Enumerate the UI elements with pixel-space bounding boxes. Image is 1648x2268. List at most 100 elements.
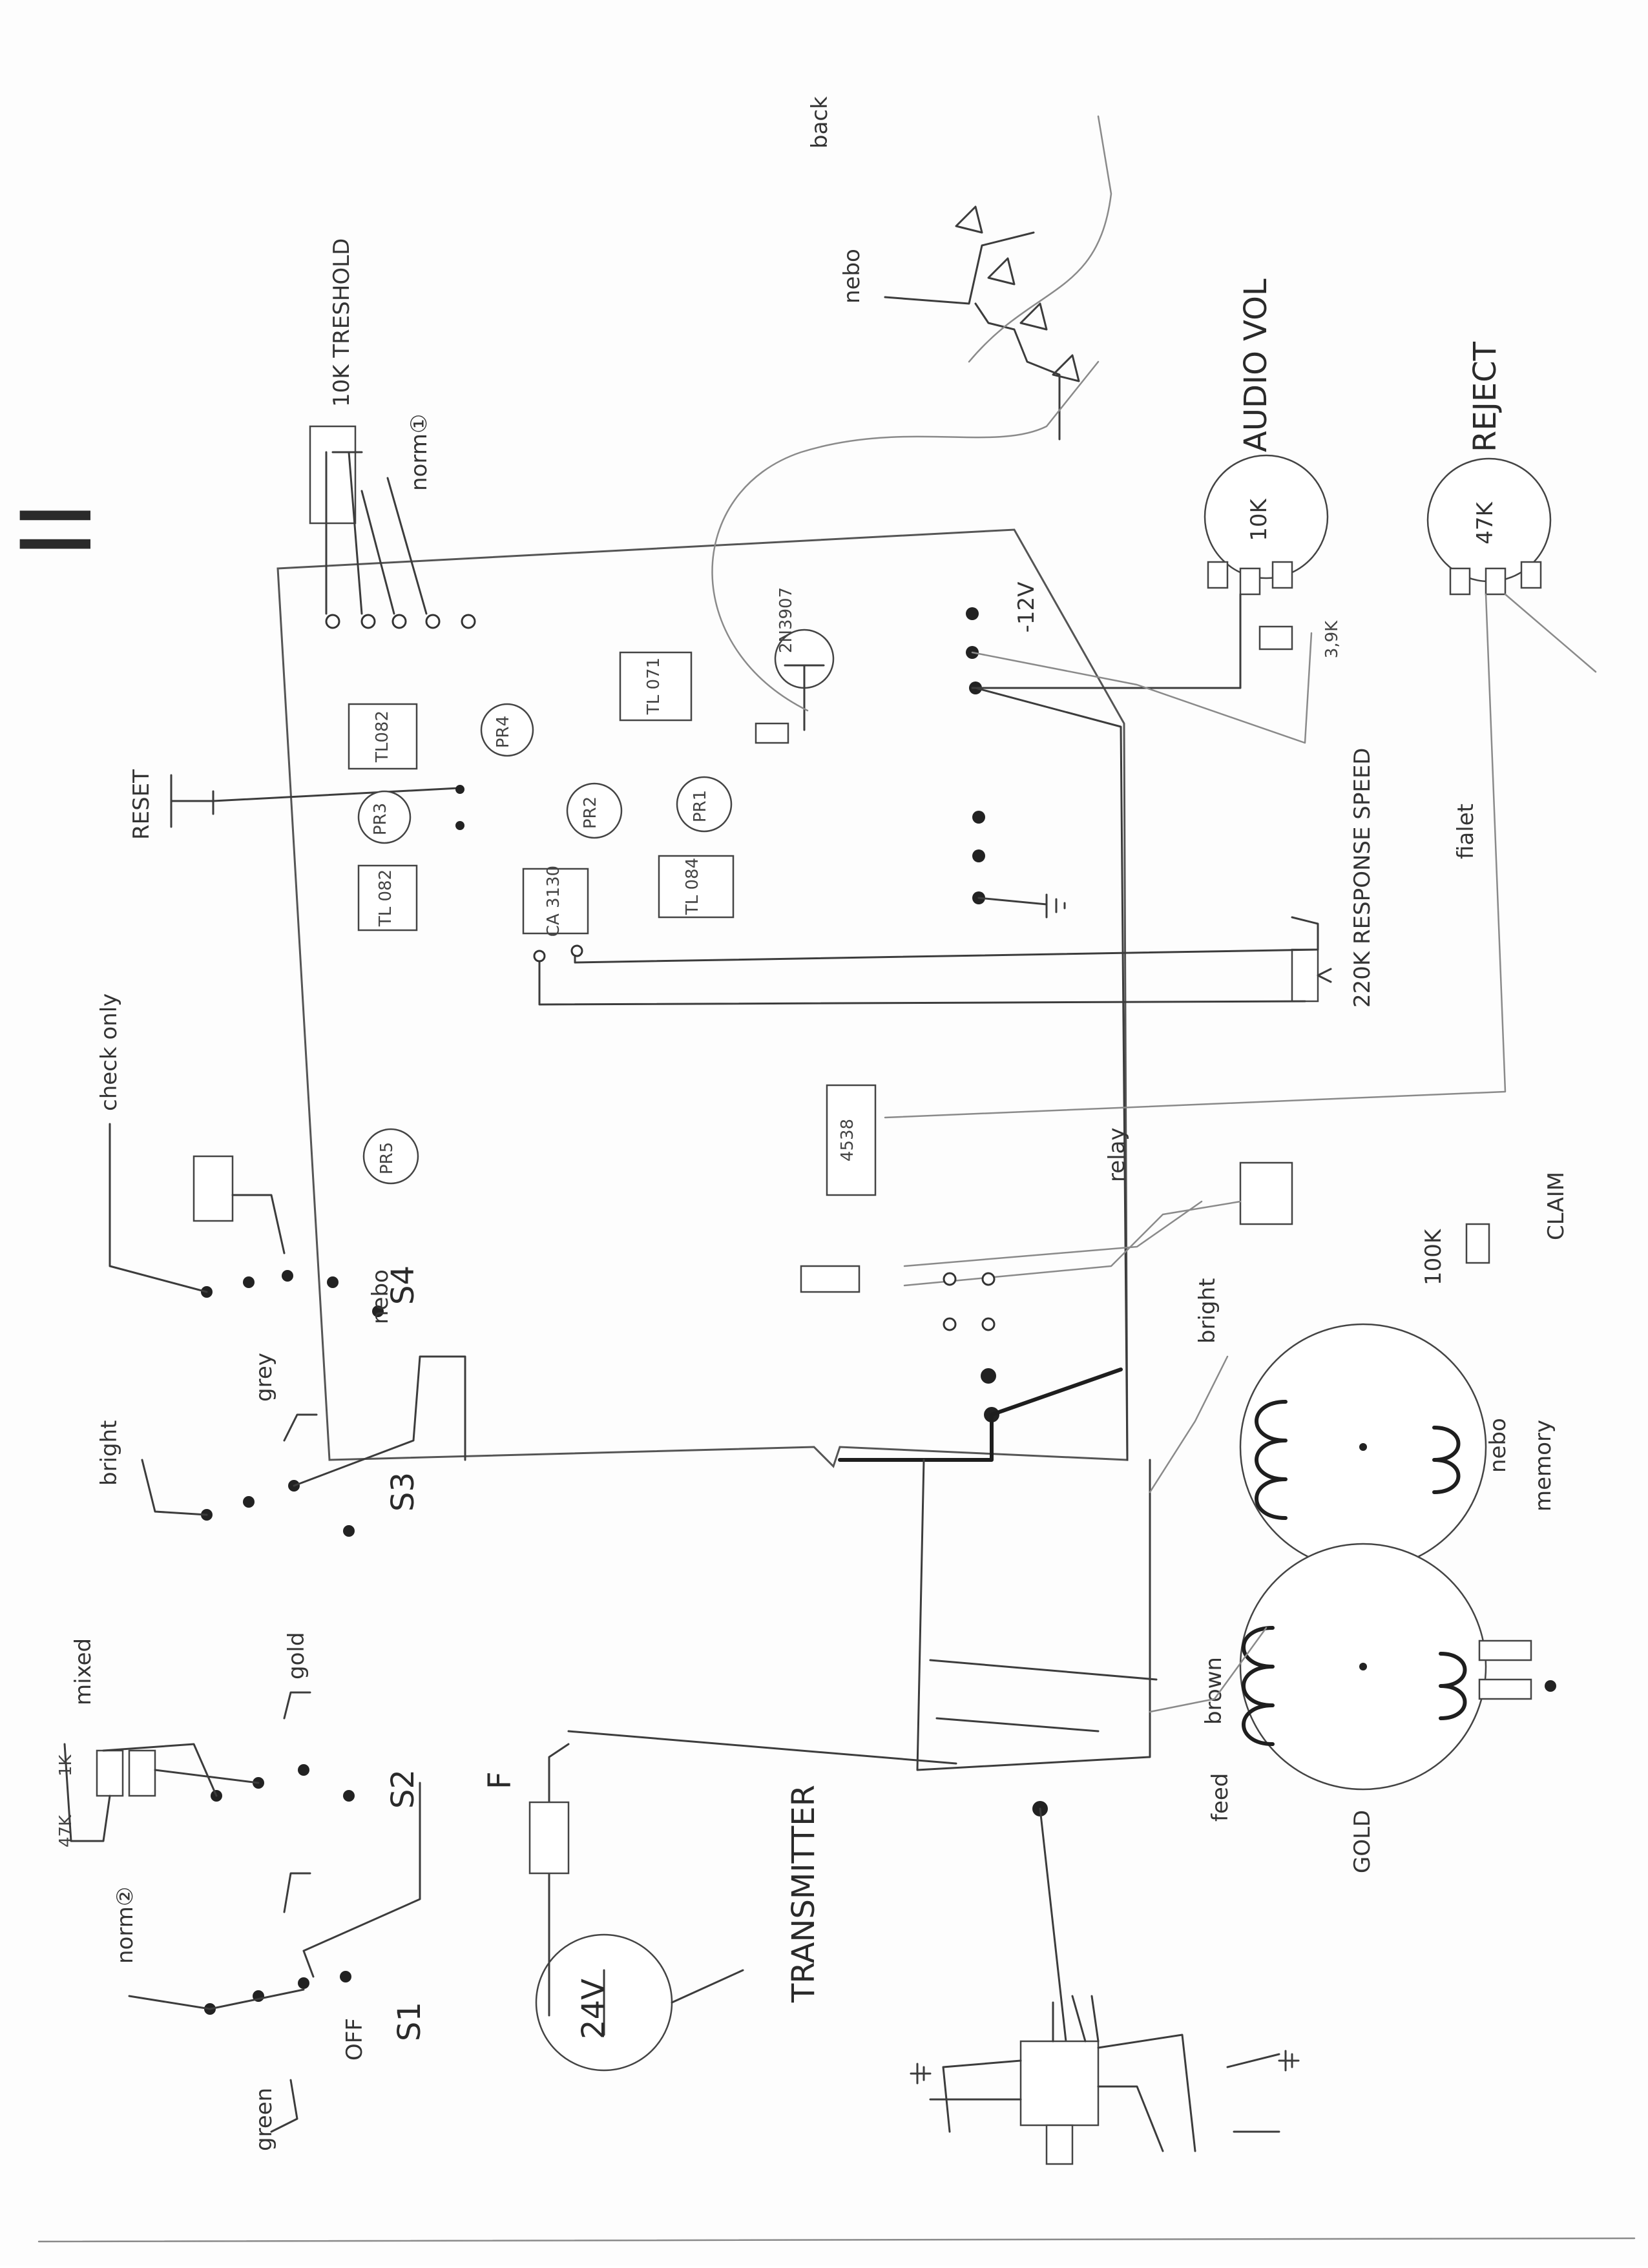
svg-text:24V: 24V <box>576 1979 612 2039</box>
fuse <box>528 1801 570 1875</box>
heavy-wire-main <box>838 1368 1123 1462</box>
response-pin-a <box>533 950 546 962</box>
feed-label: feed <box>1207 1773 1233 1822</box>
svg-text:PR3: PR3 <box>371 803 390 835</box>
sheet-bottom-border <box>37 2237 1636 2243</box>
ground-label: fialet <box>1453 804 1479 859</box>
threshold-pot-label: 10K TRESHOLD <box>329 238 355 407</box>
trimpot-pr4: PR4 <box>480 703 534 757</box>
transistor-2n3907: 2N3907 <box>774 587 835 731</box>
svg-text:PR4: PR4 <box>494 716 513 748</box>
memory-label: memory <box>1530 1420 1556 1512</box>
response-speed-pot <box>1291 948 1332 1003</box>
coil-memory <box>1239 1323 1487 1571</box>
svg-text:TL 071: TL 071 <box>644 658 663 715</box>
s4-wires <box>109 1123 286 1293</box>
ic-tl082: TL082 <box>348 703 418 770</box>
bright-s3-label: bright <box>96 1420 122 1486</box>
ic-tl082b: TL 082 <box>357 864 418 931</box>
check-only-label: check only <box>96 994 122 1111</box>
svg-text:TL 084: TL 084 <box>683 858 702 915</box>
gold-s2-label: gold <box>284 1632 309 1680</box>
header-ground <box>977 893 1066 919</box>
ic-4538: 4538 <box>826 1084 877 1196</box>
reset-pin-a <box>455 785 464 794</box>
ic-tl084: TL 084 <box>658 855 735 919</box>
svg-text:PR1: PR1 <box>691 790 710 822</box>
wire-header-audio-b <box>974 687 1129 1461</box>
connector-top-pins <box>325 614 476 629</box>
wire-header-reject <box>971 632 1313 744</box>
wire-arc-top-b <box>968 115 1112 363</box>
transmitter-ground-right <box>1278 2050 1300 2072</box>
svg-text:4538: 4538 <box>838 1119 857 1161</box>
trimpot-pr2: PR2 <box>566 782 623 839</box>
threshold-pot <box>309 425 363 525</box>
reset-switch <box>170 774 460 828</box>
wire-response-speed <box>538 916 1319 1006</box>
svg-text:10K: 10K <box>1246 498 1272 541</box>
coil-gold <box>1239 1543 1487 1791</box>
pcb-bottom-connectors <box>800 1265 999 1422</box>
transistor-resistor <box>755 722 789 744</box>
s1-wires <box>128 1782 421 2133</box>
gold-label: GOLD <box>1350 1810 1375 1873</box>
reset-pin-b <box>455 821 464 830</box>
svg-text:TL082: TL082 <box>373 711 392 763</box>
relay-label: relay <box>1104 1127 1130 1182</box>
s2-label: S2 <box>385 1769 421 1809</box>
transmitter-ground-left <box>910 2063 932 2085</box>
audio-vol-pot: 10K <box>1204 454 1329 596</box>
bright-label: bright <box>1194 1278 1220 1344</box>
s4-label: S4 <box>385 1265 421 1305</box>
s1-label: S1 <box>391 2002 428 2041</box>
resistor-3k9: 3,9K <box>1258 620 1342 658</box>
green-label: green <box>251 2088 277 2151</box>
svg-text:PR2: PR2 <box>581 796 600 829</box>
fuse-label: F <box>482 1771 518 1789</box>
s3-label: S3 <box>385 1472 421 1512</box>
trimpot-pr5: PR5 <box>362 1128 419 1185</box>
claim-label: CLAIM <box>1543 1172 1569 1240</box>
brown-label: brown <box>1201 1657 1227 1725</box>
wire-relay <box>903 1200 1242 1287</box>
reject-label: REJECT <box>1467 341 1503 452</box>
wire-arc-top <box>711 360 1100 712</box>
mixed-label: mixed <box>70 1638 96 1705</box>
s3-wires <box>141 1355 466 1516</box>
ic-ca3130: CA 3130 <box>522 866 589 937</box>
svg-text:CA 3130: CA 3130 <box>544 866 563 937</box>
right-header-pins <box>966 607 985 904</box>
svg-text:47K: 47K <box>1472 501 1498 545</box>
wire-reject-down <box>884 593 1507 1119</box>
trimpot-pr3: PR3 <box>357 790 412 844</box>
nebo-s4-label: nebo <box>368 1269 393 1324</box>
grey-label: grey <box>251 1353 277 1402</box>
switch-s1 <box>204 1872 351 2015</box>
response-pin-b <box>570 944 583 957</box>
battery-24v: 24V <box>535 1933 673 2072</box>
svg-text:3,9K: 3,9K <box>1322 620 1342 658</box>
response-speed-label: 220K RESPONSE SPEED <box>1350 748 1375 1008</box>
off-label: OFF <box>342 2018 368 2061</box>
back-label: back <box>807 96 833 149</box>
s2-wires <box>63 1743 260 1842</box>
transmitter-label: TRANSMITTER <box>786 1785 822 2003</box>
harness-down <box>1039 1807 1067 2043</box>
svg-text:TL 082: TL 082 <box>376 869 395 927</box>
transmitter-switch <box>1019 1995 1100 2165</box>
battery-wires <box>548 1730 957 2017</box>
main-pcb-outline <box>276 528 1129 1468</box>
wire-reject-out <box>1504 593 1597 673</box>
harness-outline <box>916 1459 1151 1771</box>
audio-vol-label: AUDIO VOL <box>1238 278 1274 452</box>
ic-tl071: TL 071 <box>619 651 693 722</box>
nebo-coil-label: nebo <box>1485 1418 1511 1473</box>
svg-text:2N3907: 2N3907 <box>777 587 796 653</box>
supply-minus-label: -12V <box>1014 582 1039 633</box>
r100k-label: 100K <box>1421 1228 1446 1285</box>
reject-pot: 47K <box>1426 457 1552 596</box>
wire-coils-harness <box>1149 1355 1267 1713</box>
nebo-top-label: nebo <box>839 249 865 304</box>
